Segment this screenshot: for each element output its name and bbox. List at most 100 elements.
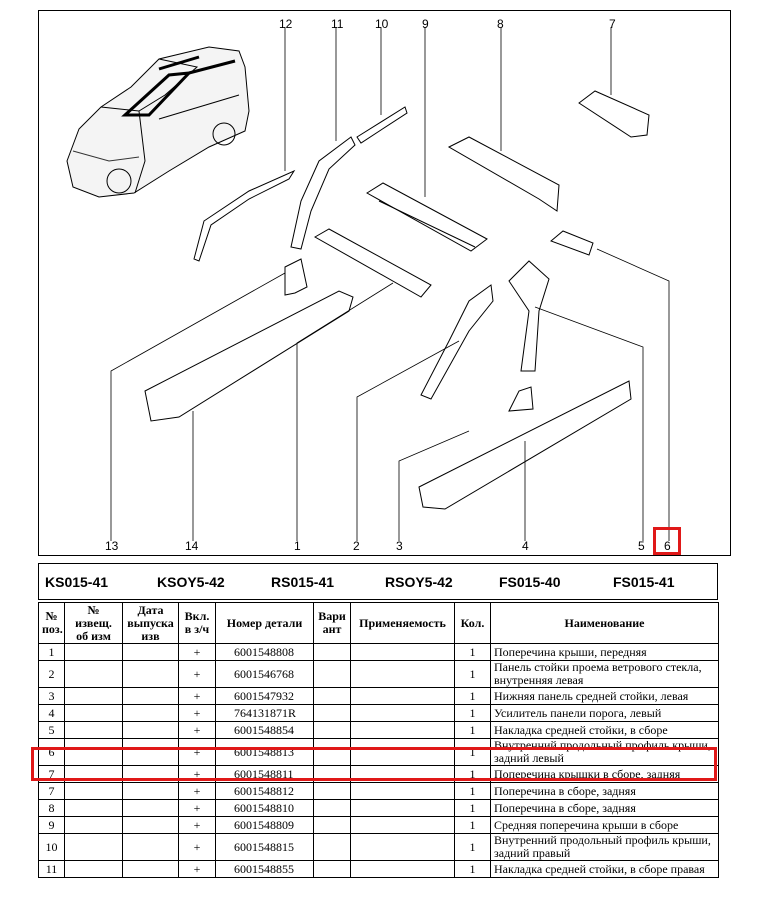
row-variant: [313, 799, 351, 817]
part-11-shape: [290, 136, 356, 250]
model-code: KSOY5-42: [157, 573, 225, 590]
callout-12: 12: [279, 17, 293, 31]
row-applicability: [350, 721, 455, 739]
row-applicability: [350, 833, 455, 861]
part-8-shape: [447, 136, 560, 212]
part-13-shape: [284, 258, 308, 296]
row-name: Накладка средней стойки, в сборе правая: [490, 860, 719, 878]
callout-11: 11: [331, 17, 344, 31]
row-spare: +: [178, 704, 216, 722]
row-part-number: 764131871R: [215, 704, 314, 722]
row-position: 3: [38, 687, 65, 705]
row-notice: [64, 860, 123, 878]
model-code: FS015-40: [499, 573, 561, 590]
callout-5: 5: [638, 539, 645, 553]
row-name: Средняя поперечина крыши в сборе: [490, 816, 719, 834]
row-notice: [64, 643, 123, 661]
model-code: FS015-41: [613, 573, 675, 590]
row-notice: [64, 782, 123, 800]
row-date: [122, 860, 179, 878]
row-spare: +: [178, 660, 216, 688]
row-position: 6: [38, 738, 65, 766]
row-variant: [313, 782, 351, 800]
callout-13: 13: [105, 539, 119, 553]
model-code: KS015-41: [45, 573, 109, 590]
header-spare: Вкл. в з/ч: [178, 602, 216, 644]
part-6-shape: [550, 230, 594, 256]
row-variant: [313, 704, 351, 722]
row-notice: [64, 721, 123, 739]
row-position: 11: [38, 860, 65, 878]
part-1-shape: [313, 228, 432, 298]
row-position: 5: [38, 721, 65, 739]
callout-1: 1: [294, 539, 301, 553]
row-spare: +: [178, 833, 216, 861]
row-applicability: [350, 660, 455, 688]
header-qty: Кол.: [454, 602, 491, 644]
row-part-number: 6001548812: [215, 782, 314, 800]
callout-14: 14: [185, 539, 199, 553]
row-notice: [64, 833, 123, 861]
row-part-number: 6001548808: [215, 643, 314, 661]
header-name: Наименование: [490, 602, 719, 644]
part-5-shape: [508, 386, 534, 412]
row-qty: 1: [454, 782, 491, 800]
row-date: [122, 660, 179, 688]
row-name: Поперечина в сборе, задняя: [490, 782, 719, 800]
row-name: Накладка средней стойки, в сборе: [490, 721, 719, 739]
row-date: [122, 782, 179, 800]
model-code: RSOY5-42: [385, 573, 453, 590]
part-14-shape: [144, 290, 354, 422]
row-spare: +: [178, 799, 216, 817]
row-part-number: 6001547932: [215, 687, 314, 705]
callout-3: 3: [396, 539, 403, 553]
row-part-number: 6001548855: [215, 860, 314, 878]
row-qty: 1: [454, 687, 491, 705]
row-position: 4: [38, 704, 65, 722]
row-notice: [64, 687, 123, 705]
row-part-number: 6001548854: [215, 721, 314, 739]
row-applicability: [350, 816, 455, 834]
row-position: 1: [38, 643, 65, 661]
row-date: [122, 816, 179, 834]
row-name: Усилитель панели порога, левый: [490, 704, 719, 722]
part-10-shape: [356, 106, 408, 144]
part-4-shape: [418, 380, 632, 510]
part-2-shape: [420, 284, 494, 400]
callout-8: 8: [497, 17, 504, 31]
row-date: [122, 799, 179, 817]
row-spare: +: [178, 643, 216, 661]
row-qty: 1: [454, 860, 491, 878]
car-illustration: [66, 46, 250, 198]
table-header-row: № поз. № извещ. об изм Дата выпуска изв …: [38, 602, 719, 644]
row-applicability: [350, 704, 455, 722]
row-qty: 1: [454, 799, 491, 817]
callout-7: 7: [609, 17, 616, 31]
row-date: [122, 643, 179, 661]
header-applicability: Применяемость: [350, 602, 455, 644]
row-variant: [313, 687, 351, 705]
row-variant: [313, 816, 351, 834]
row-qty: 1: [454, 721, 491, 739]
row-part-number: 6001548810: [215, 799, 314, 817]
row-variant: [313, 833, 351, 861]
row-name: Панель стойки проема ветрового стекла, в…: [490, 660, 719, 688]
row-part-number: 6001548809: [215, 816, 314, 834]
row-name: Поперечина крыши, передняя: [490, 643, 719, 661]
callout-4: 4: [522, 539, 529, 553]
row-position: 10: [38, 833, 65, 861]
row-name: Поперечина в сборе, задняя: [490, 799, 719, 817]
row-applicability: [350, 860, 455, 878]
row-qty: 1: [454, 816, 491, 834]
row-position: 7: [38, 782, 65, 800]
row-part-number: 6001546768: [215, 660, 314, 688]
part-3-shape: [508, 260, 550, 372]
row-spare: +: [178, 687, 216, 705]
